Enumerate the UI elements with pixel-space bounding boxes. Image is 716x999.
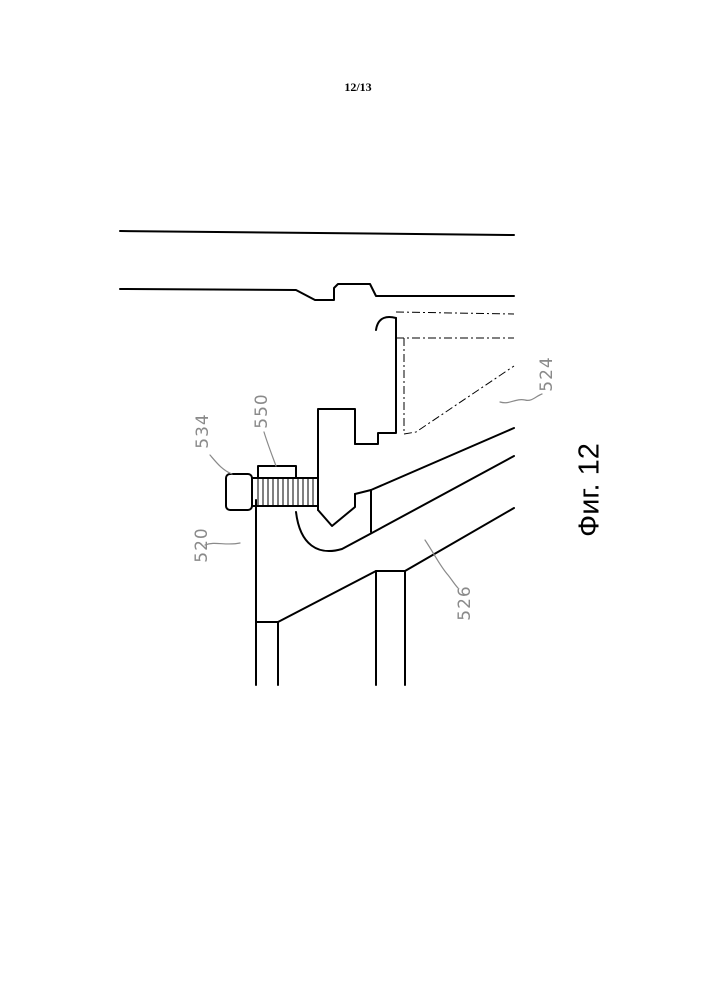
bolt-head	[226, 474, 252, 510]
upper-strut	[355, 318, 396, 444]
stepped-profile-line	[120, 284, 514, 300]
leader-534	[210, 455, 232, 474]
ref-label-520: 520	[192, 527, 212, 562]
lower-web	[278, 508, 514, 622]
leader-550	[264, 432, 276, 466]
figure-caption: Фиг. 12	[574, 443, 607, 537]
bolt-nut	[258, 466, 296, 478]
phantom-top	[396, 312, 514, 314]
ref-label-526: 526	[455, 585, 475, 620]
clamp-block	[318, 409, 355, 526]
ref-label-550: 550	[252, 393, 272, 428]
leader-526	[425, 540, 458, 588]
ref-label-524: 524	[537, 356, 557, 391]
leader-524	[500, 394, 542, 403]
phantom-diagonal	[404, 366, 514, 434]
strut-head	[376, 317, 396, 330]
ref-label-534: 534	[193, 413, 213, 448]
middle-web	[296, 456, 514, 551]
top-rail-line	[120, 231, 514, 235]
